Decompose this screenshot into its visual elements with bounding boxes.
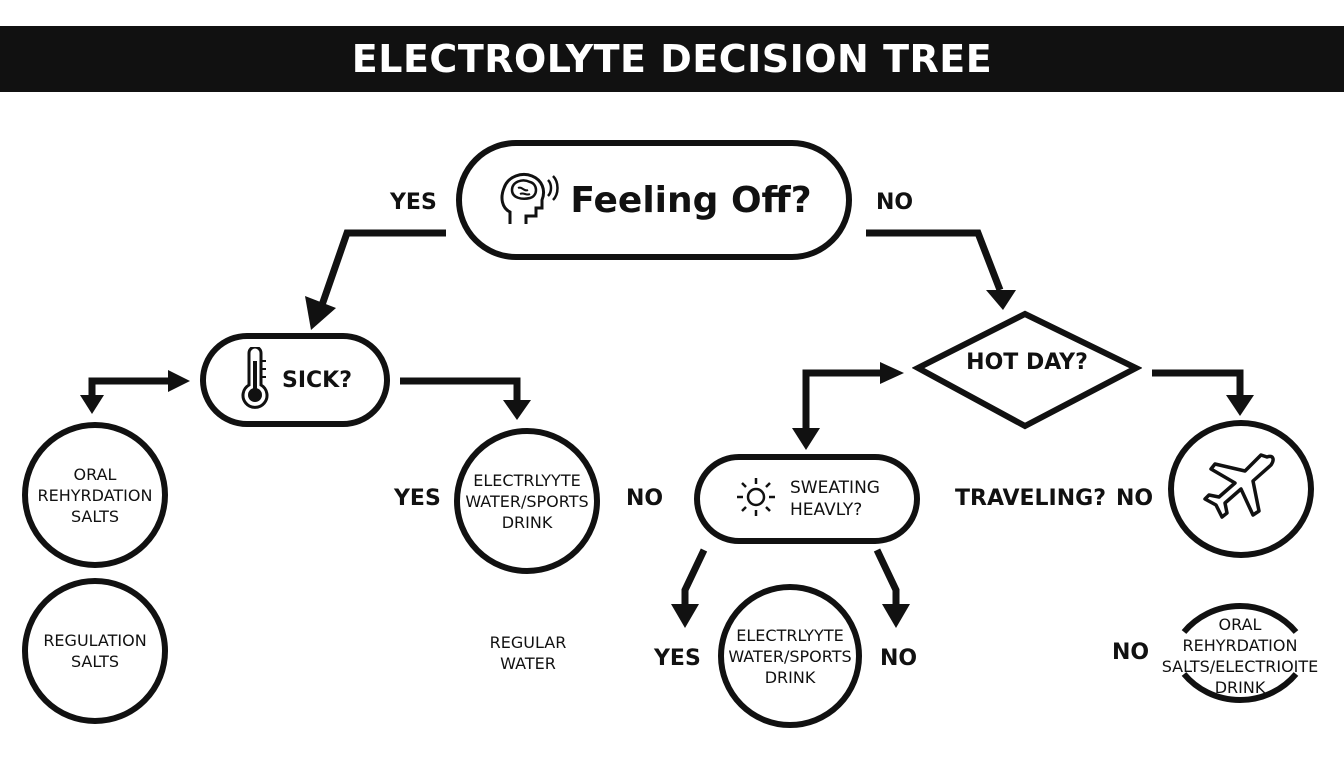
page-title: ELECTROLYTE DECISION TREE <box>351 37 993 81</box>
arrowhead <box>880 362 904 384</box>
root-yes-label: YES <box>390 190 437 215</box>
hot-day-diamond <box>912 310 1142 430</box>
arrowhead <box>882 604 910 628</box>
arrowhead <box>503 400 531 420</box>
ors-circle: ORAL REHYRDATION SALTS <box>22 422 168 568</box>
arrowhead <box>305 296 336 330</box>
arrow-sick-right <box>400 377 521 403</box>
arrow-hotday-right <box>1152 369 1244 398</box>
left-no-label: NO <box>626 486 664 511</box>
arrowhead <box>986 290 1016 310</box>
arrowhead <box>80 395 104 414</box>
right-yes-label: YES <box>654 646 701 671</box>
root-no-label: NO <box>876 190 914 215</box>
arrowhead <box>1226 395 1254 416</box>
airplane-circle <box>1168 420 1314 558</box>
sick-question: SICK? <box>282 367 352 393</box>
sweating-question: SWEATING HEAVLY? <box>790 478 880 520</box>
right-electrolyte-circle: ELECTRLYYTE WATER/SPORTS DRINK <box>718 584 862 728</box>
right-no-label: NO <box>880 646 918 671</box>
bottom-no-label: NO <box>1112 640 1150 665</box>
regulation-salts-circle: REGULATION SALTS <box>22 578 168 724</box>
arrowhead <box>168 370 190 392</box>
title-bar: ELECTROLYTE DECISION TREE <box>0 26 1344 92</box>
hot-day-question: HOT DAY? <box>966 350 1088 375</box>
regular-water-text: REGULAR WATER <box>489 633 567 673</box>
arrow-root-to-sick <box>318 229 446 307</box>
ors-drink-circle-outline <box>1181 603 1299 703</box>
left-electrolyte-circle: ELECTRLYYTE WATER/SPORTS DRINK <box>454 428 600 574</box>
ors-drink-text: ORAL REHYRDATION SALTS/ELECTRIOITE DRINK <box>1161 615 1319 697</box>
arrow-hotday-left <box>802 369 885 432</box>
arrowhead <box>792 428 820 450</box>
thermometer-icon <box>238 345 272 414</box>
root-question: Feeling Off? <box>570 179 812 221</box>
arrow-sick-left <box>88 377 172 398</box>
traveling-no-label: NO <box>1116 486 1154 511</box>
airplane-icon <box>1201 447 1281 532</box>
arrow-sweating-left <box>681 548 708 607</box>
brain-head-icon <box>496 168 562 233</box>
root-node: Feeling Off? <box>456 140 852 260</box>
traveling-question: TRAVELING? <box>955 486 1106 511</box>
sick-node: SICK? <box>200 333 390 427</box>
left-yes-label: YES <box>394 486 441 511</box>
arrow-sweating-right <box>873 548 900 607</box>
sun-icon <box>734 475 778 524</box>
sweating-node: SWEATING HEAVLY? <box>694 454 920 544</box>
arrowhead <box>671 604 699 628</box>
arrow-root-to-hotday <box>866 229 1004 292</box>
